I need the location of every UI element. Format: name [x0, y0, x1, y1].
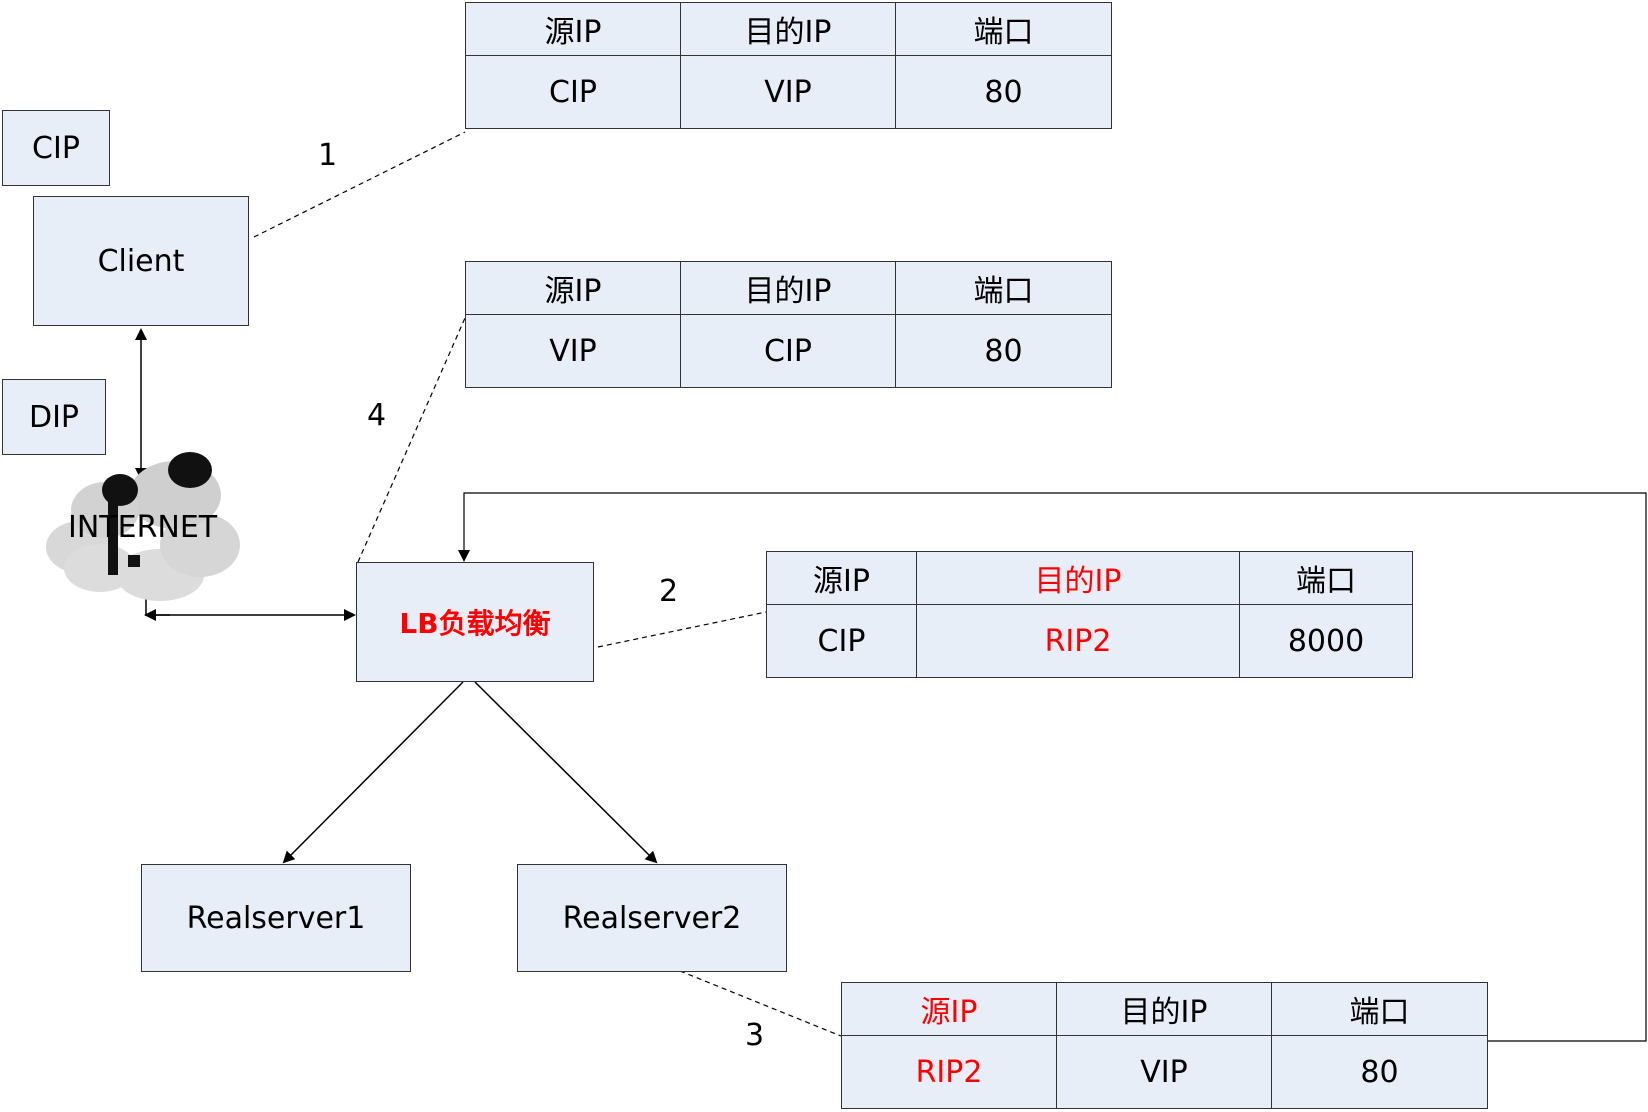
t3-dst: VIP	[1056, 1035, 1272, 1109]
t3-port: 80	[1271, 1035, 1488, 1109]
step-4-label: 4	[367, 398, 387, 433]
t4-header-port: 端口	[895, 261, 1112, 315]
dip-label-box: DIP	[2, 379, 106, 455]
callout-2	[597, 611, 767, 648]
step-1-label: 1	[318, 138, 338, 173]
internet-cloud-icon	[46, 452, 240, 601]
realserver2-box: Realserver2	[517, 864, 787, 972]
t2-src: CIP	[766, 604, 917, 678]
lb-rs2-link	[474, 681, 658, 864]
t1-header-dst: 目的IP	[680, 2, 896, 56]
t3-header-port: 端口	[1271, 982, 1488, 1036]
t1-port: 80	[895, 55, 1112, 129]
t2-port: 8000	[1239, 604, 1413, 678]
lb-box: LB负载均衡	[356, 562, 594, 682]
callout-1	[253, 131, 466, 238]
t3-src: RIP2	[841, 1035, 1057, 1109]
lb-rs1-link	[282, 681, 464, 864]
t1-header-src: 源IP	[465, 2, 681, 56]
t4-header-dst: 目的IP	[680, 261, 896, 315]
t3-header-dst: 目的IP	[1056, 982, 1272, 1036]
t4-header-src: 源IP	[465, 261, 681, 315]
client-text: Client	[97, 243, 185, 279]
t4-src: VIP	[465, 314, 681, 388]
realserver2-text: Realserver2	[562, 900, 742, 936]
step-2-label: 2	[659, 574, 679, 609]
callout-4	[357, 317, 466, 563]
step-3-label: 3	[745, 1018, 765, 1053]
t2-header-src: 源IP	[766, 551, 917, 605]
dip-text: DIP	[28, 399, 80, 435]
t1-src: CIP	[465, 55, 681, 129]
callout-3	[679, 970, 842, 1037]
lb-text: LB负载均衡	[399, 607, 551, 640]
t2-dst: RIP2	[916, 604, 1240, 678]
t2-header-dst: 目的IP	[916, 551, 1240, 605]
return-path-link	[458, 492, 1647, 1042]
t3-header-src: 源IP	[841, 982, 1057, 1036]
t4-dst: CIP	[680, 314, 896, 388]
realserver1-text: Realserver1	[186, 900, 366, 936]
t1-dst: VIP	[680, 55, 896, 129]
cip-text: CIP	[32, 130, 80, 166]
t2-header-port: 端口	[1239, 551, 1413, 605]
internet-label: INTERNET	[68, 510, 218, 545]
client-box: Client	[33, 196, 249, 326]
t1-header-port: 端口	[895, 2, 1112, 56]
realserver1-box: Realserver1	[141, 864, 411, 972]
cip-label-box: CIP	[2, 110, 110, 186]
t4-port: 80	[895, 314, 1112, 388]
